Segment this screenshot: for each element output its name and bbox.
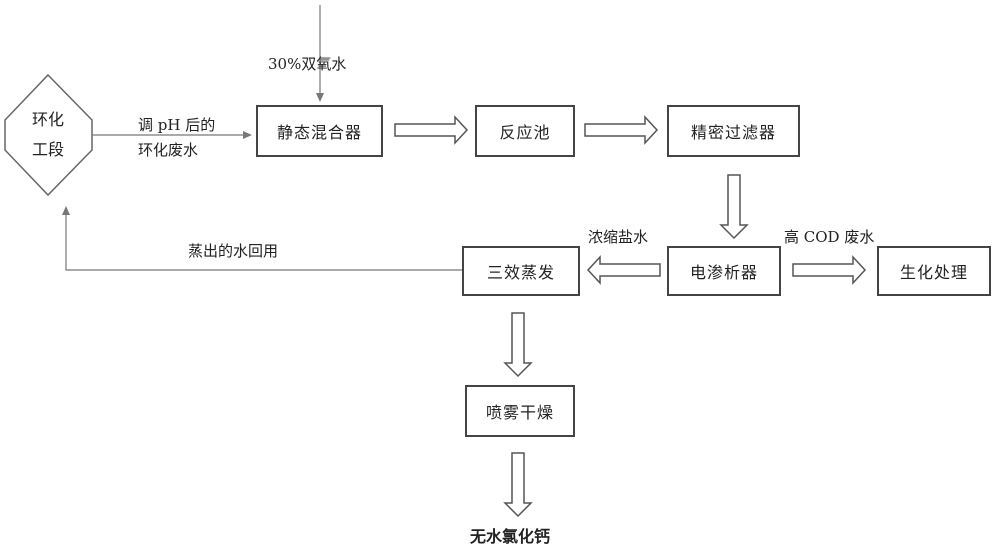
h2o2-arrowhead [316, 93, 324, 102]
wastewater-label-line2: 环化废水 [138, 141, 199, 159]
recycle-line [65, 213, 462, 271]
spray-dry-box: 喷雾干燥 [465, 385, 575, 437]
biochem-box: 生化处理 [877, 246, 991, 296]
hollow-arrow-ed-to-biochem [792, 255, 867, 285]
huanhua-diamond [4, 73, 93, 197]
hollow-arrow-reactor-to-filter [584, 115, 659, 145]
huanhua-line1: 环化 [31, 110, 64, 129]
cod-label: 高 COD 废水 [784, 228, 875, 246]
hollow-arrow-ed-to-evaporator [586, 255, 661, 285]
electrodialysis-box: 电渗析器 [667, 246, 781, 296]
hollow-arrow-filter-to-ed [719, 174, 749, 240]
huanhua-node: 环化 工段 [18, 105, 78, 165]
hollow-arrow-evaporator-to-spray [503, 312, 533, 378]
reactor-box: 反应池 [475, 105, 575, 157]
huanhua-line2: 工段 [31, 140, 64, 159]
recycle-arrowhead [62, 206, 70, 215]
filter-box: 精密过滤器 [667, 105, 800, 157]
evaporator-box: 三效蒸发 [462, 246, 580, 296]
wastewater-arrowhead [243, 131, 252, 139]
brine-label: 浓缩盐水 [588, 228, 649, 246]
product-label: 无水氯化钙 [470, 527, 551, 546]
h2o2-label: 30%双氧水 [268, 55, 347, 73]
mixer-box: 静态混合器 [256, 105, 383, 157]
wastewater-label-line1: 调 pH 后的 [138, 116, 216, 134]
hollow-arrow-spray-to-product [503, 452, 533, 518]
hollow-arrow-mixer-to-reactor [394, 115, 469, 145]
recycle-label: 蒸出的水回用 [188, 242, 279, 260]
